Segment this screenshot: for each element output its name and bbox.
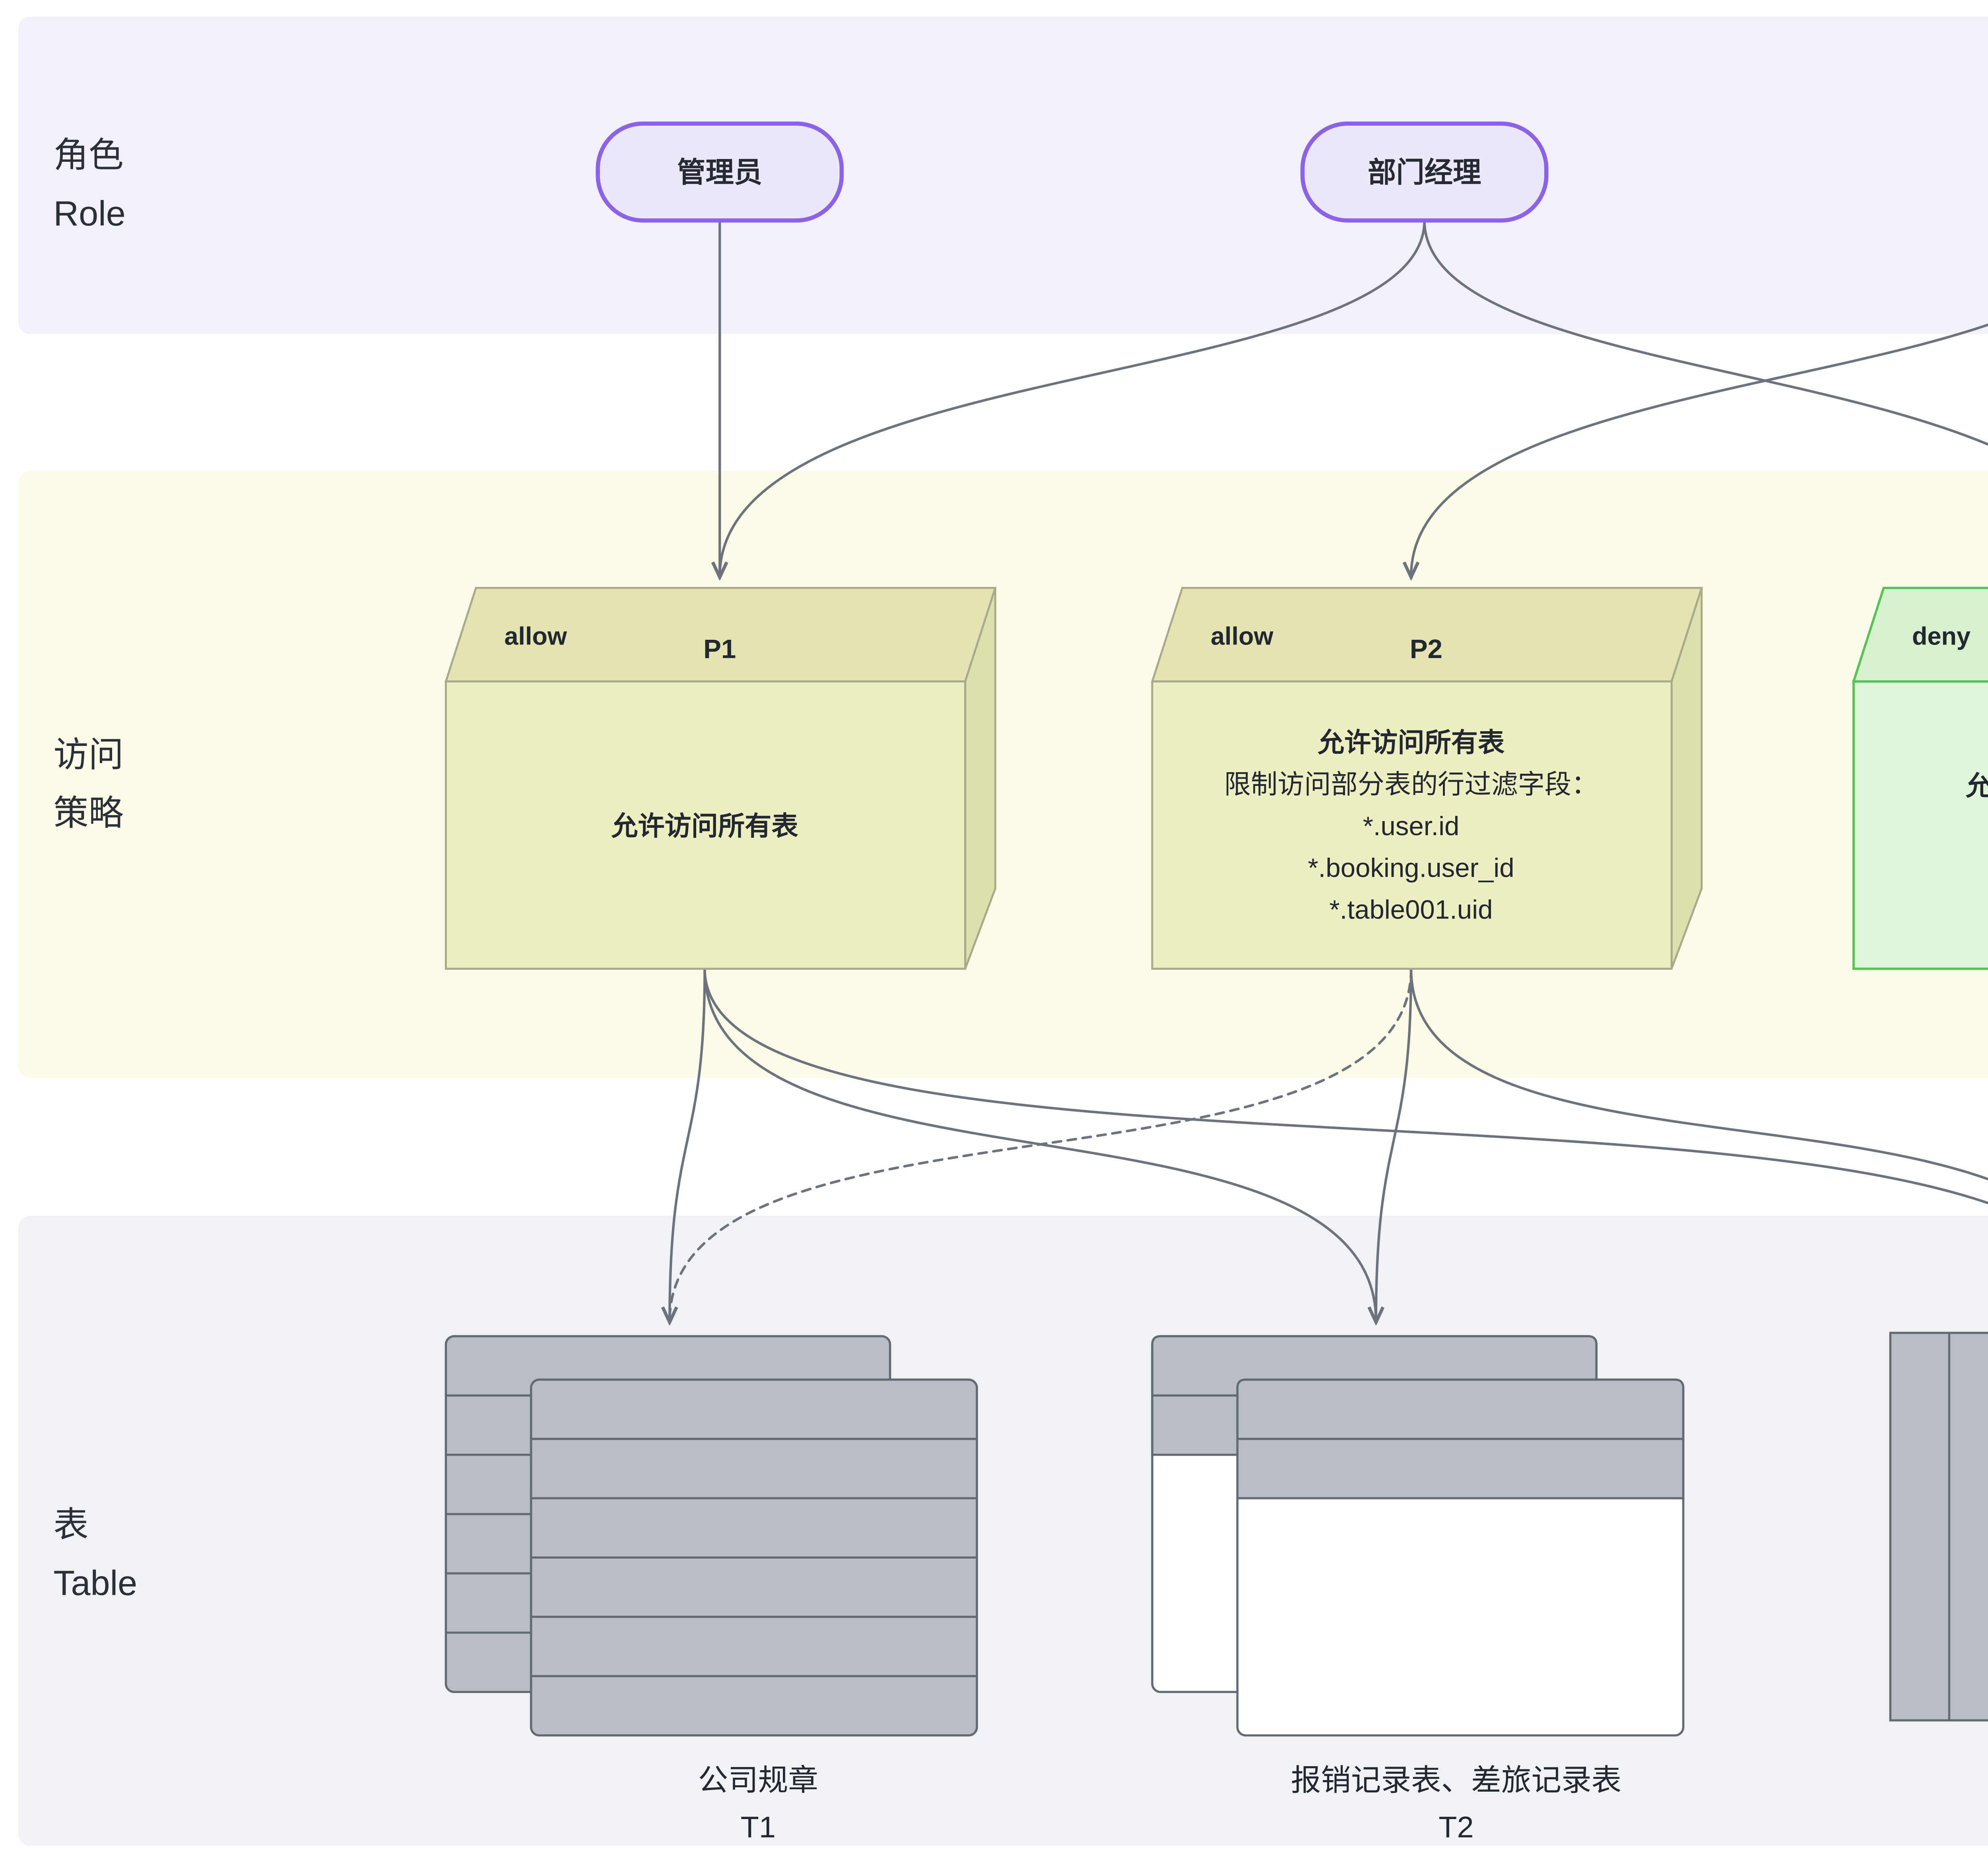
table-label-t2-id: T2 <box>1439 1811 1474 1844</box>
lane-label-table-zh: 表 <box>53 1505 88 1544</box>
policy-box-p1: allow P1 允许访问所有表 <box>444 587 997 970</box>
role-pill-manager-label: 部门经理 <box>1368 157 1481 188</box>
policy-box-p3: deny P3 允许访问部分列过滤字段 t3.field3 t3.field4 <box>1852 586 1988 970</box>
edge-manager-p1 <box>720 219 1426 576</box>
table-t1: 公司规章 T1 <box>445 1335 978 1844</box>
edge-p2-t1-dashed <box>670 967 1413 1321</box>
policy-p1-front-face <box>445 680 967 970</box>
table-t3: 利润表 T3 <box>1889 1332 1988 1722</box>
role-pill-manager: 部门经理 <box>1300 121 1549 223</box>
edge-p2-t3 <box>1409 967 1988 1181</box>
policy-p2-body-line: *.user.id <box>1363 811 1460 841</box>
lane-label-policy-line2: 策略 <box>53 793 123 833</box>
policy-p1-effect: allow <box>504 622 567 650</box>
edge-manager-p3 <box>1423 219 1988 446</box>
lane-band-table <box>18 1216 1988 1846</box>
policy-p2-body-line: 限制访问部分表的行过滤字段： <box>1224 769 1598 799</box>
policy-p2-body-line: *.table001.uid <box>1330 895 1493 924</box>
table-t3-gray-columns <box>1890 1333 1988 1720</box>
edge-employee-p2 <box>1411 323 1988 576</box>
edge-p2-t2 <box>1376 967 1413 1321</box>
lane-label-role-en: Role <box>53 194 125 233</box>
policy-box-p2: allow P2 允许访问所有表 限制访问部分表的行过滤字段： *.user.i… <box>1151 587 1703 970</box>
table-t2: 报销记录表、差旅记录表 T2 <box>1151 1335 1685 1844</box>
policy-p2-id: P2 <box>1410 634 1442 664</box>
role-pill-admin: 管理员 <box>596 121 844 223</box>
policy-p3-front-face <box>1852 680 1988 970</box>
policy-p2-front-face <box>1151 680 1673 970</box>
table-label-t2-name: 报销记录表、差旅记录表 <box>1291 1764 1621 1797</box>
policy-p3-effect: deny <box>1912 622 1971 650</box>
policy-p1-body-line: 允许访问所有表 <box>611 811 798 841</box>
role-pill-admin-label: 管理员 <box>677 157 762 188</box>
policy-p2-effect: allow <box>1211 622 1274 650</box>
policy-p2-body-line: *.booking.user_id <box>1308 853 1514 883</box>
table-label-t1-id: T1 <box>741 1811 776 1844</box>
lane-label-table-en: Table <box>53 1563 137 1603</box>
table-t3-border <box>1889 1332 1988 1722</box>
lane-label-policy-line1: 访问 <box>53 735 123 774</box>
table-t2-front <box>1236 1379 1685 1737</box>
policy-p1-id: P1 <box>703 634 736 664</box>
table-t1-front <box>530 1379 978 1737</box>
table-label-t1-name: 公司规章 <box>698 1764 818 1797</box>
policy-p3-body-line: 允许访问部分列过滤字段 <box>1965 771 1988 801</box>
policy-p2-body-line: 允许访问所有表 <box>1318 728 1505 757</box>
lane-label-role-zh: 角色 <box>53 135 123 175</box>
edge-p1-t1 <box>670 967 706 1321</box>
policy-p3-top-face <box>1852 586 1988 683</box>
edge-p1-t3 <box>703 967 1988 1204</box>
lane-band-role <box>18 17 1988 334</box>
